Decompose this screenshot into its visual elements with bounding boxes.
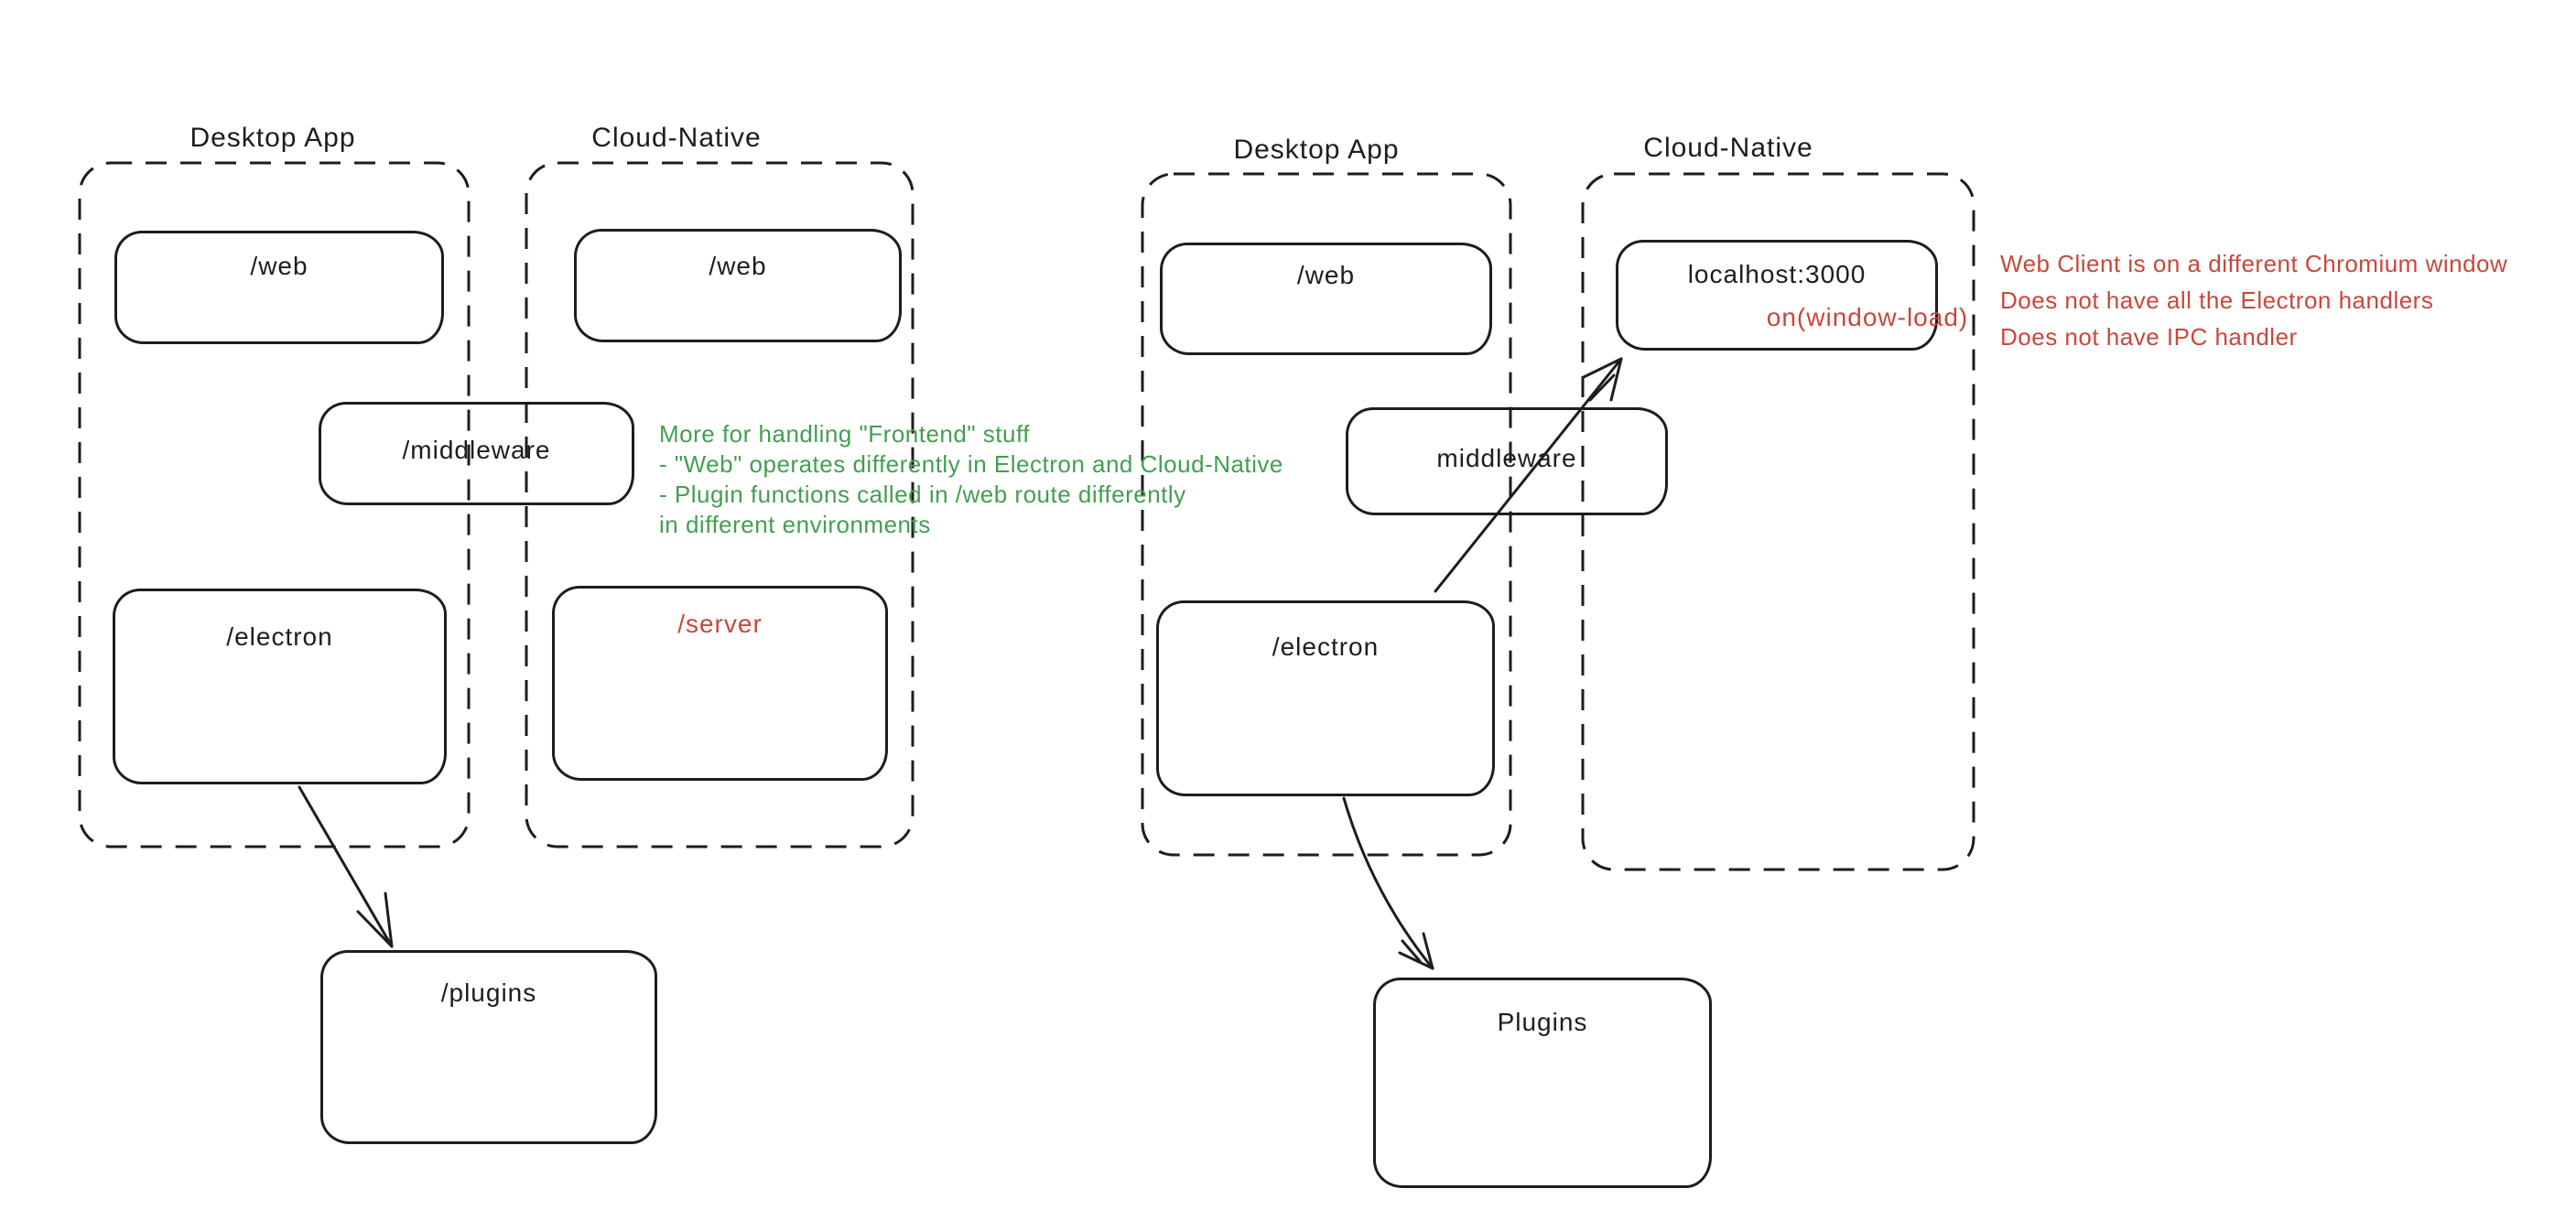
box-middleware-left-label: /middleware (402, 436, 551, 464)
box-localhost-3000-label: localhost:3000 (1687, 260, 1867, 288)
arrow-electron-to-plugins-right (1342, 796, 1434, 970)
group-title-cloud-native-left: Cloud-Native (591, 123, 762, 153)
box-web-desktop-left-label: /web (250, 252, 308, 280)
box-plugins-right: Plugins (1373, 978, 1712, 1188)
box-web-cloud-left-label: /web (709, 252, 767, 280)
box-plugins-left: /plugins (320, 950, 657, 1144)
green-note-line: More for handling "Frontend" stuff (659, 420, 1030, 448)
box-server-left-label: /server (677, 610, 763, 638)
arrow-electron-to-plugins-left (298, 785, 394, 948)
box-electron-left: /electron (113, 589, 447, 784)
box-web-cloud-left: /web (574, 229, 902, 342)
box-electron-right: /electron (1156, 600, 1495, 796)
box-middleware-right: middleware (1346, 407, 1668, 515)
box-localhost-3000: localhost:3000 (1616, 240, 1938, 351)
group-title-cloud-native-right: Cloud-Native (1643, 133, 1813, 163)
red-note-line: Web Client is on a different Chromium wi… (2000, 250, 2508, 277)
green-note-line: - "Web" operates differently in Electron… (659, 450, 1283, 478)
on-window-load-label: on(window-load) (1766, 303, 1969, 331)
red-note-line: Does not have IPC handler (2000, 323, 2298, 351)
box-web-desktop-right-label: /web (1296, 261, 1356, 289)
box-electron-left-label: /electron (226, 622, 333, 651)
green-note: More for handling "Frontend" stuff - "We… (659, 419, 1283, 540)
box-server-left: /server (552, 586, 888, 781)
red-note: Web Client is on a different Chromium wi… (2000, 245, 2507, 355)
box-plugins-left-label: /plugins (440, 978, 537, 1007)
box-middleware-left: /middleware (319, 402, 634, 505)
green-note-line: - Plugin functions called in /web route … (659, 481, 1186, 508)
box-web-desktop-left: /web (114, 231, 444, 344)
group-title-desktop-app-left: Desktop App (189, 123, 356, 153)
green-note-line: in different environments (659, 511, 931, 538)
box-web-desktop-right: /web (1160, 243, 1492, 355)
box-middleware-right-label: middleware (1436, 444, 1577, 472)
group-title-desktop-app-right: Desktop App (1233, 135, 1400, 165)
box-plugins-right-label: Plugins (1497, 1008, 1588, 1036)
box-electron-right-label: /electron (1272, 632, 1380, 661)
red-note-line: Does not have all the Electron handlers (2000, 286, 2434, 314)
